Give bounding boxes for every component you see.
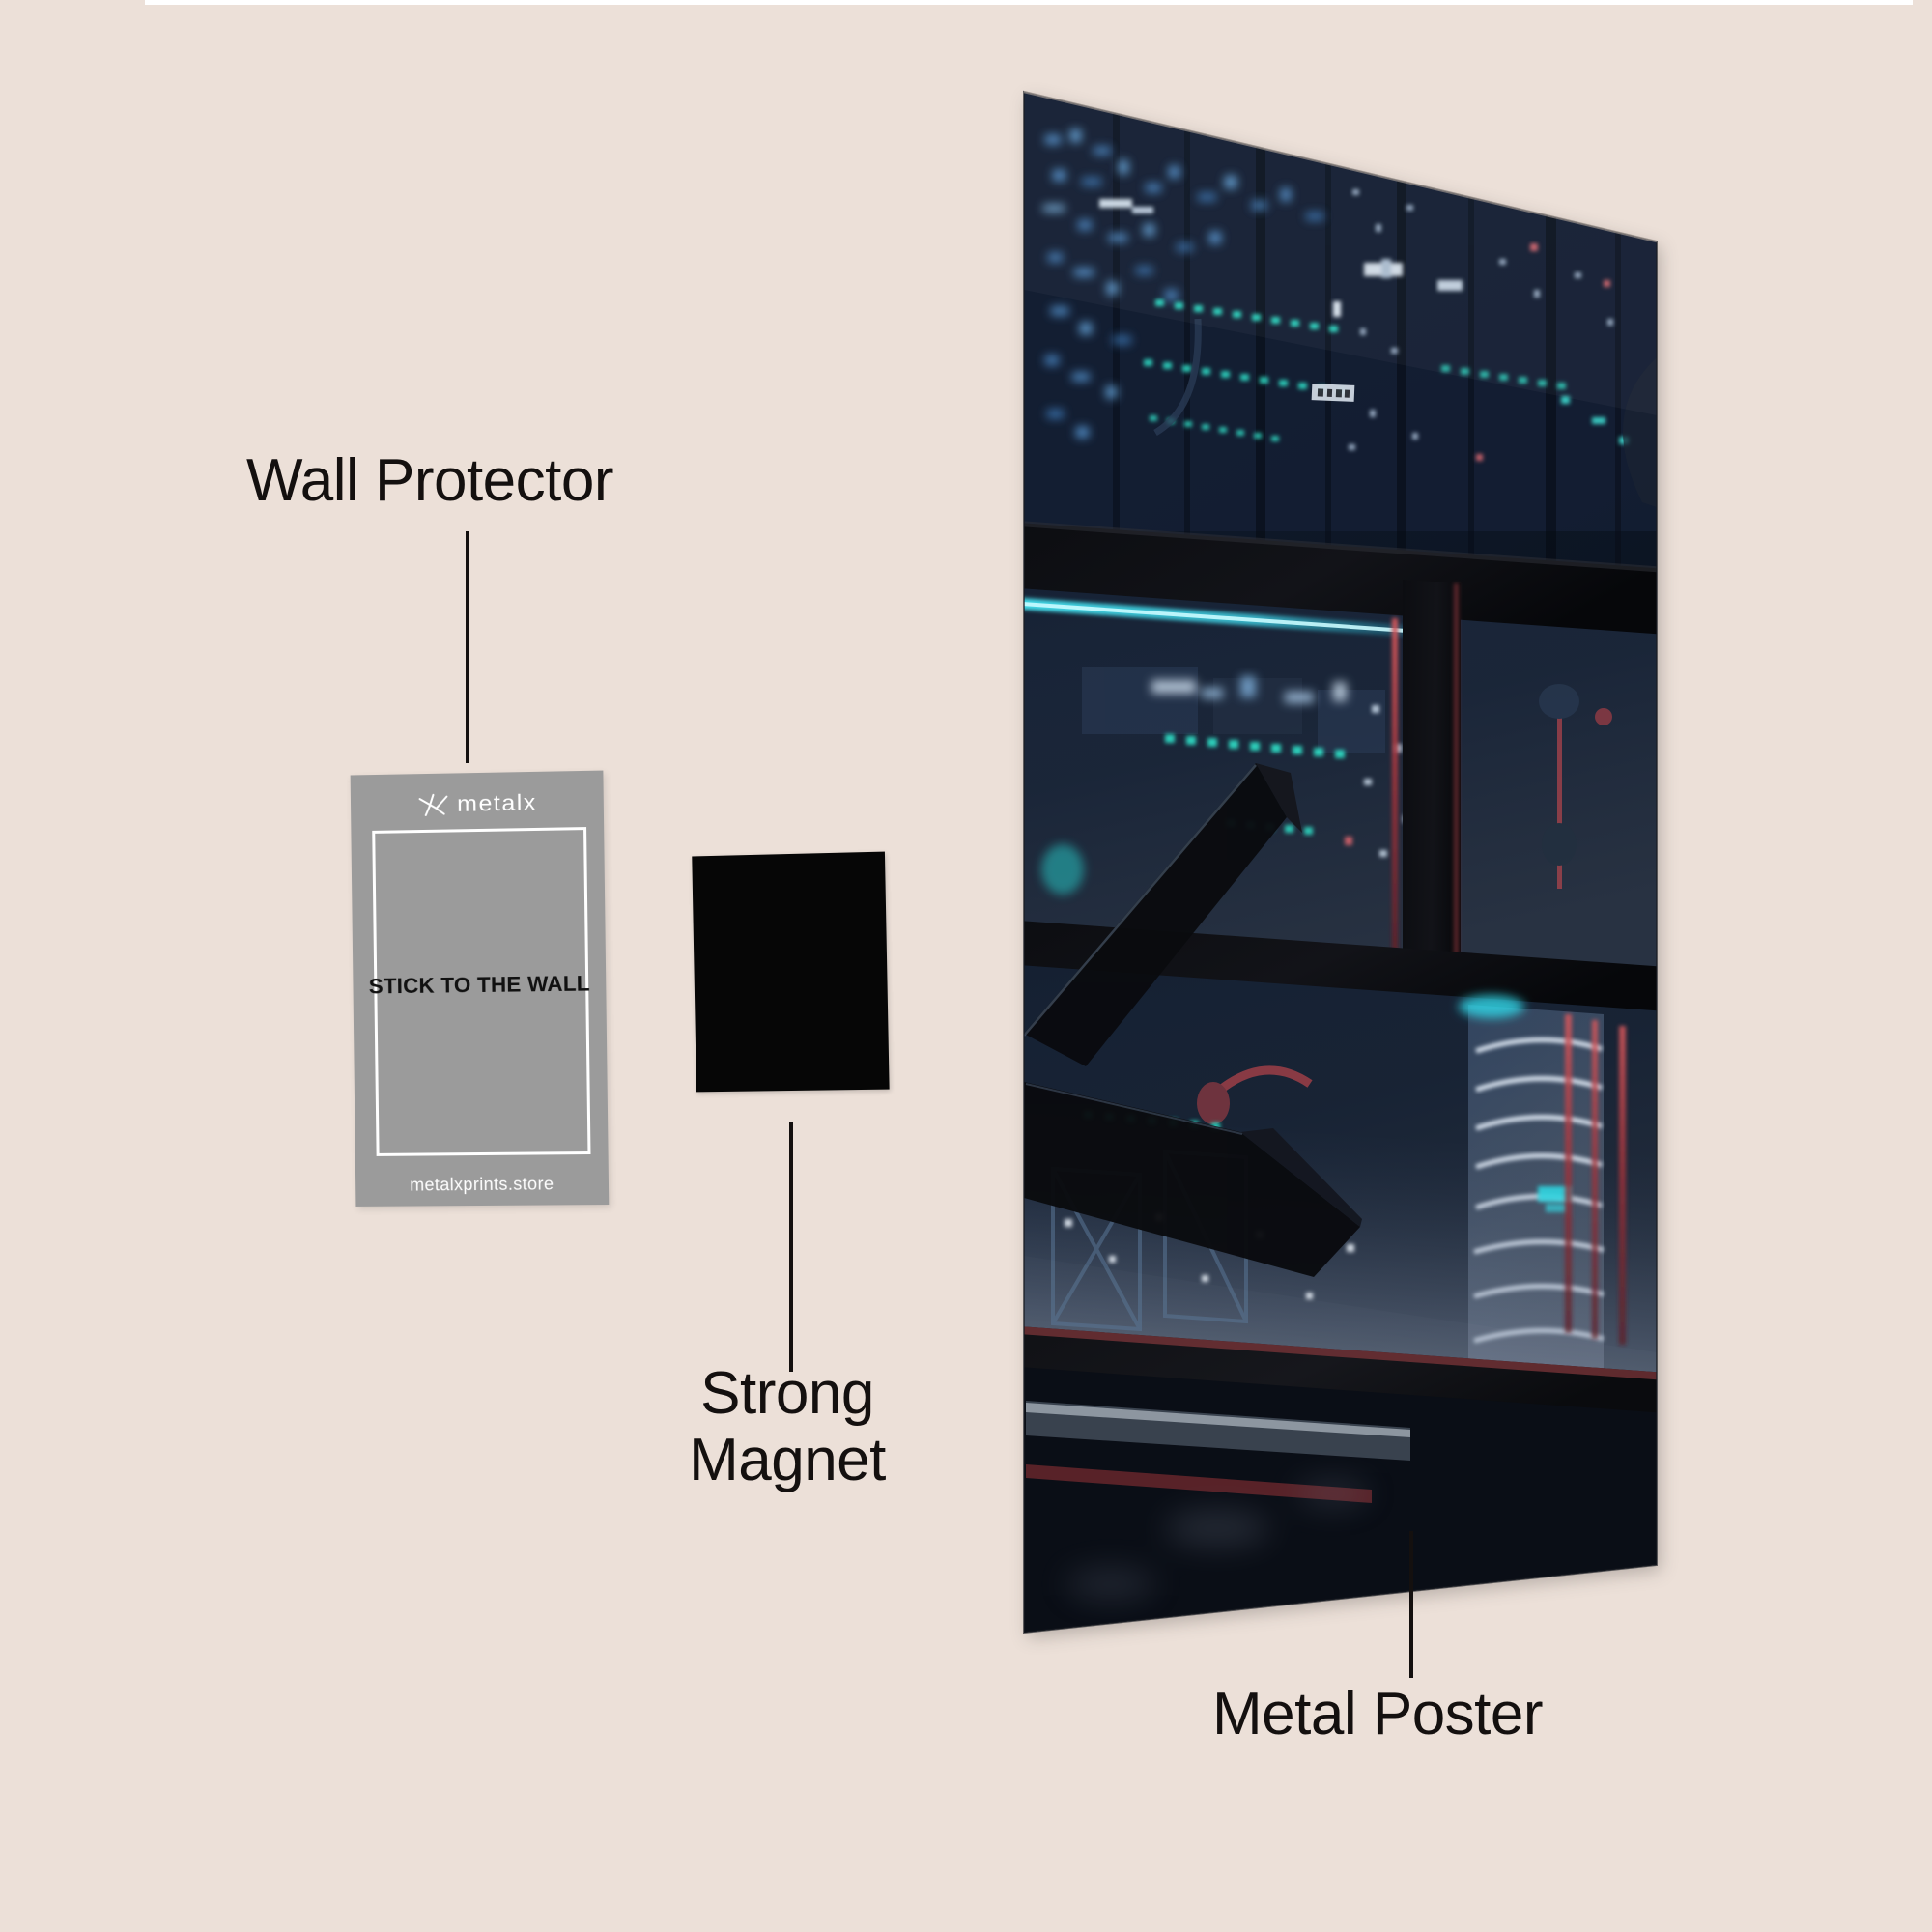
wall-protector-card: metalx STICK TO THE WALL metalxprints.st…: [350, 770, 610, 1207]
brand-name: metalx: [457, 790, 538, 817]
card-headline: STICK TO THE WALL: [368, 971, 590, 999]
brand-logo: metalx: [351, 788, 604, 821]
leader-line-strong-magnet: [789, 1122, 793, 1372]
top-white-strip: [145, 0, 1913, 5]
card-store-url: metalxprints.store: [410, 1174, 554, 1195]
strong-magnet-tile: [692, 851, 890, 1093]
callout-label-strong-magnet: Strong Magnet: [689, 1360, 886, 1494]
leader-line-wall-protector: [466, 531, 469, 763]
metalx-cross-icon: [416, 792, 448, 818]
callout-label-wall-protector: Wall Protector: [246, 447, 614, 514]
callout-label-metal-poster: Metal Poster: [1212, 1681, 1544, 1747]
leader-line-metal-poster: [1409, 1531, 1413, 1678]
